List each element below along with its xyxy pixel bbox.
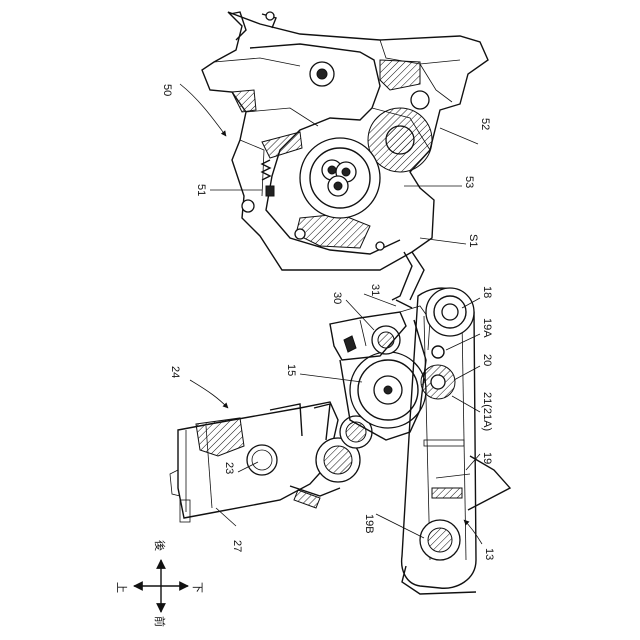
label-51: 51 — [195, 184, 207, 196]
direction-rear: 後 — [153, 540, 167, 551]
label-52: 52 — [479, 118, 491, 130]
direction-front: 前 — [153, 616, 167, 627]
label-20: 20 — [481, 354, 493, 366]
label-18: 18 — [481, 286, 493, 298]
label-24: 24 — [169, 366, 181, 378]
label-23: 23 — [223, 462, 235, 474]
lower-unit-24 — [170, 288, 510, 594]
label-27: 27 — [231, 540, 243, 552]
label-S1: S1 — [467, 234, 479, 247]
direction-down: 下 — [191, 582, 204, 593]
label-19B: 19B — [363, 514, 375, 534]
direction-indicator: 上 下 後 前 — [115, 540, 204, 627]
label-50: 50 — [161, 84, 173, 96]
label-30: 30 — [331, 292, 343, 304]
label-13: 13 — [483, 548, 495, 560]
upper-unit-50 — [202, 12, 488, 300]
label-19A: 19A — [481, 318, 493, 338]
label-31: 31 — [369, 284, 381, 296]
label-21-21A: 21(21A) — [481, 392, 493, 431]
direction-up: 上 — [115, 582, 128, 593]
label-53: 53 — [463, 176, 475, 188]
label-19: 19 — [481, 452, 493, 464]
label-15: 15 — [285, 364, 297, 376]
